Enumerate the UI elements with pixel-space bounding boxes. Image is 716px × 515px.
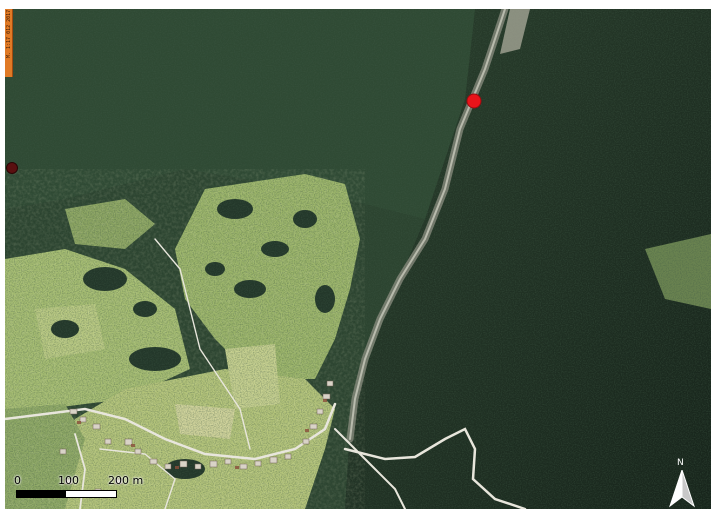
road-serpentine	[343, 427, 527, 509]
scale-segment-black	[16, 490, 66, 498]
village-buildings	[59, 380, 334, 495]
gully-scree	[500, 9, 530, 54]
scale-label-100: 100	[58, 474, 79, 487]
road-main	[5, 402, 337, 461]
north-arrow-icon	[669, 470, 695, 508]
road-village-loop	[99, 448, 176, 509]
scale-bar: 0 100 200 m	[14, 475, 144, 505]
sheet-marker-dot	[6, 162, 18, 174]
map-sheet-label: M. 1:17 012 2017	[6, 9, 12, 58]
map-sheet-strip: M. 1:17 012 2017	[5, 9, 13, 77]
north-arrow: N	[665, 458, 699, 508]
north-label: N	[677, 458, 684, 468]
location-dot-icon[interactable]	[466, 93, 482, 109]
aerial-map[interactable]	[5, 9, 711, 509]
forest-texture	[5, 9, 711, 509]
roof-shadows	[77, 399, 327, 469]
scale-segment-white	[65, 490, 117, 498]
road-valley	[334, 428, 406, 509]
scale-label-200: 200 m	[108, 474, 144, 487]
map-frame[interactable]: M. 1:17 012 2017 0 100 200 m N	[5, 9, 711, 509]
scale-label-0: 0	[14, 474, 21, 487]
road-meadow	[154, 238, 251, 450]
